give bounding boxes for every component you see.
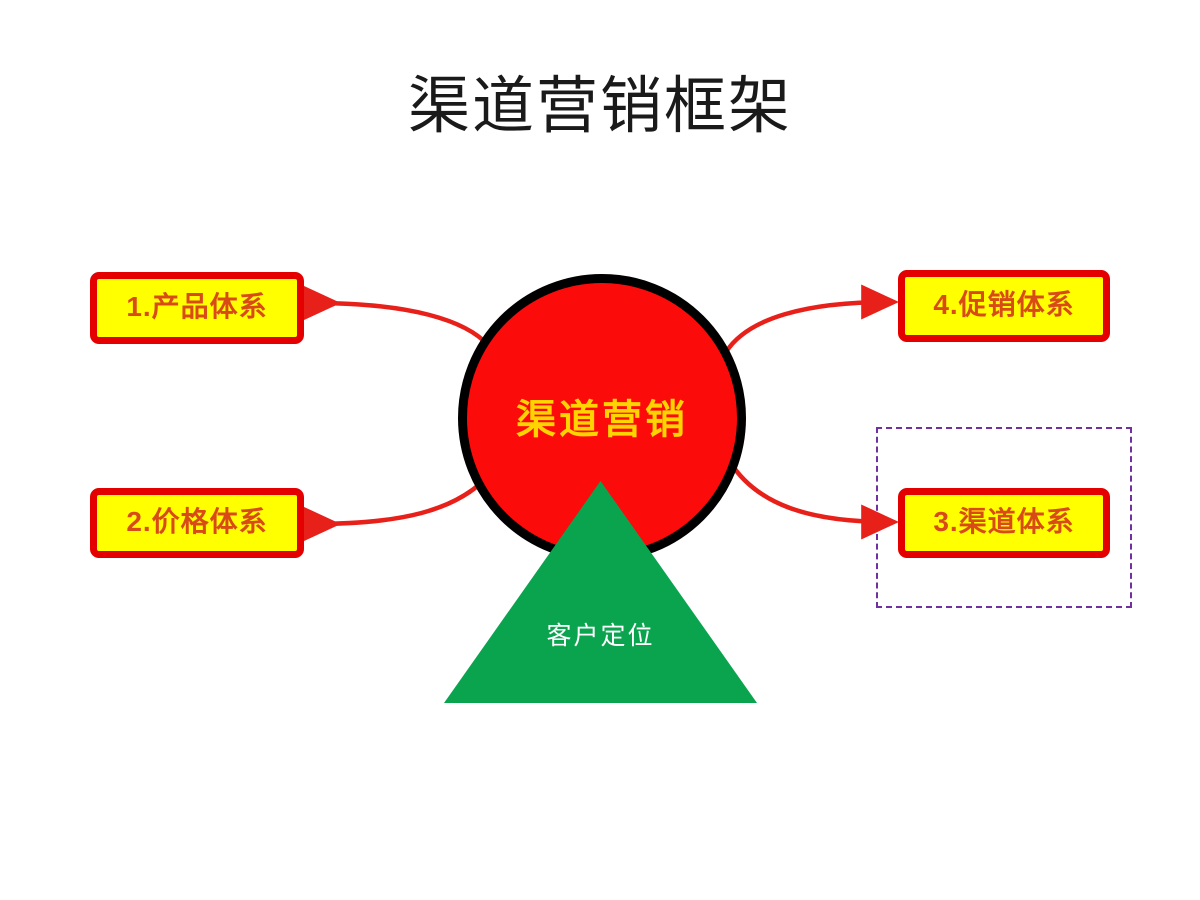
arrow-center-to-product [302, 285, 491, 348]
foundation-triangle-label: 客户定位 [546, 622, 655, 650]
node-box-channel[interactable]: 3.渠道体系 [898, 488, 1110, 558]
center-hub-circle[interactable]: 渠道营销 [458, 274, 746, 562]
node-box-channel-label: 3.渠道体系 [933, 506, 1075, 537]
node-box-price[interactable]: 2.价格体系 [90, 488, 304, 558]
node-box-product[interactable]: 1.产品体系 [90, 272, 304, 344]
node-box-price-label: 2.价格体系 [126, 506, 268, 537]
triangle-shape-icon [444, 481, 757, 703]
arrow-center-to-promo [724, 284, 899, 354]
node-box-product-label: 1.产品体系 [126, 291, 268, 322]
foundation-triangle[interactable]: 客户定位 [444, 481, 757, 704]
center-hub-label: 渠道营销 [516, 398, 688, 442]
node-box-promo-label: 4.促销体系 [933, 289, 1075, 320]
node-box-promo[interactable]: 4.促销体系 [898, 270, 1110, 342]
page-title: 渠道营销框架 [407, 69, 792, 142]
